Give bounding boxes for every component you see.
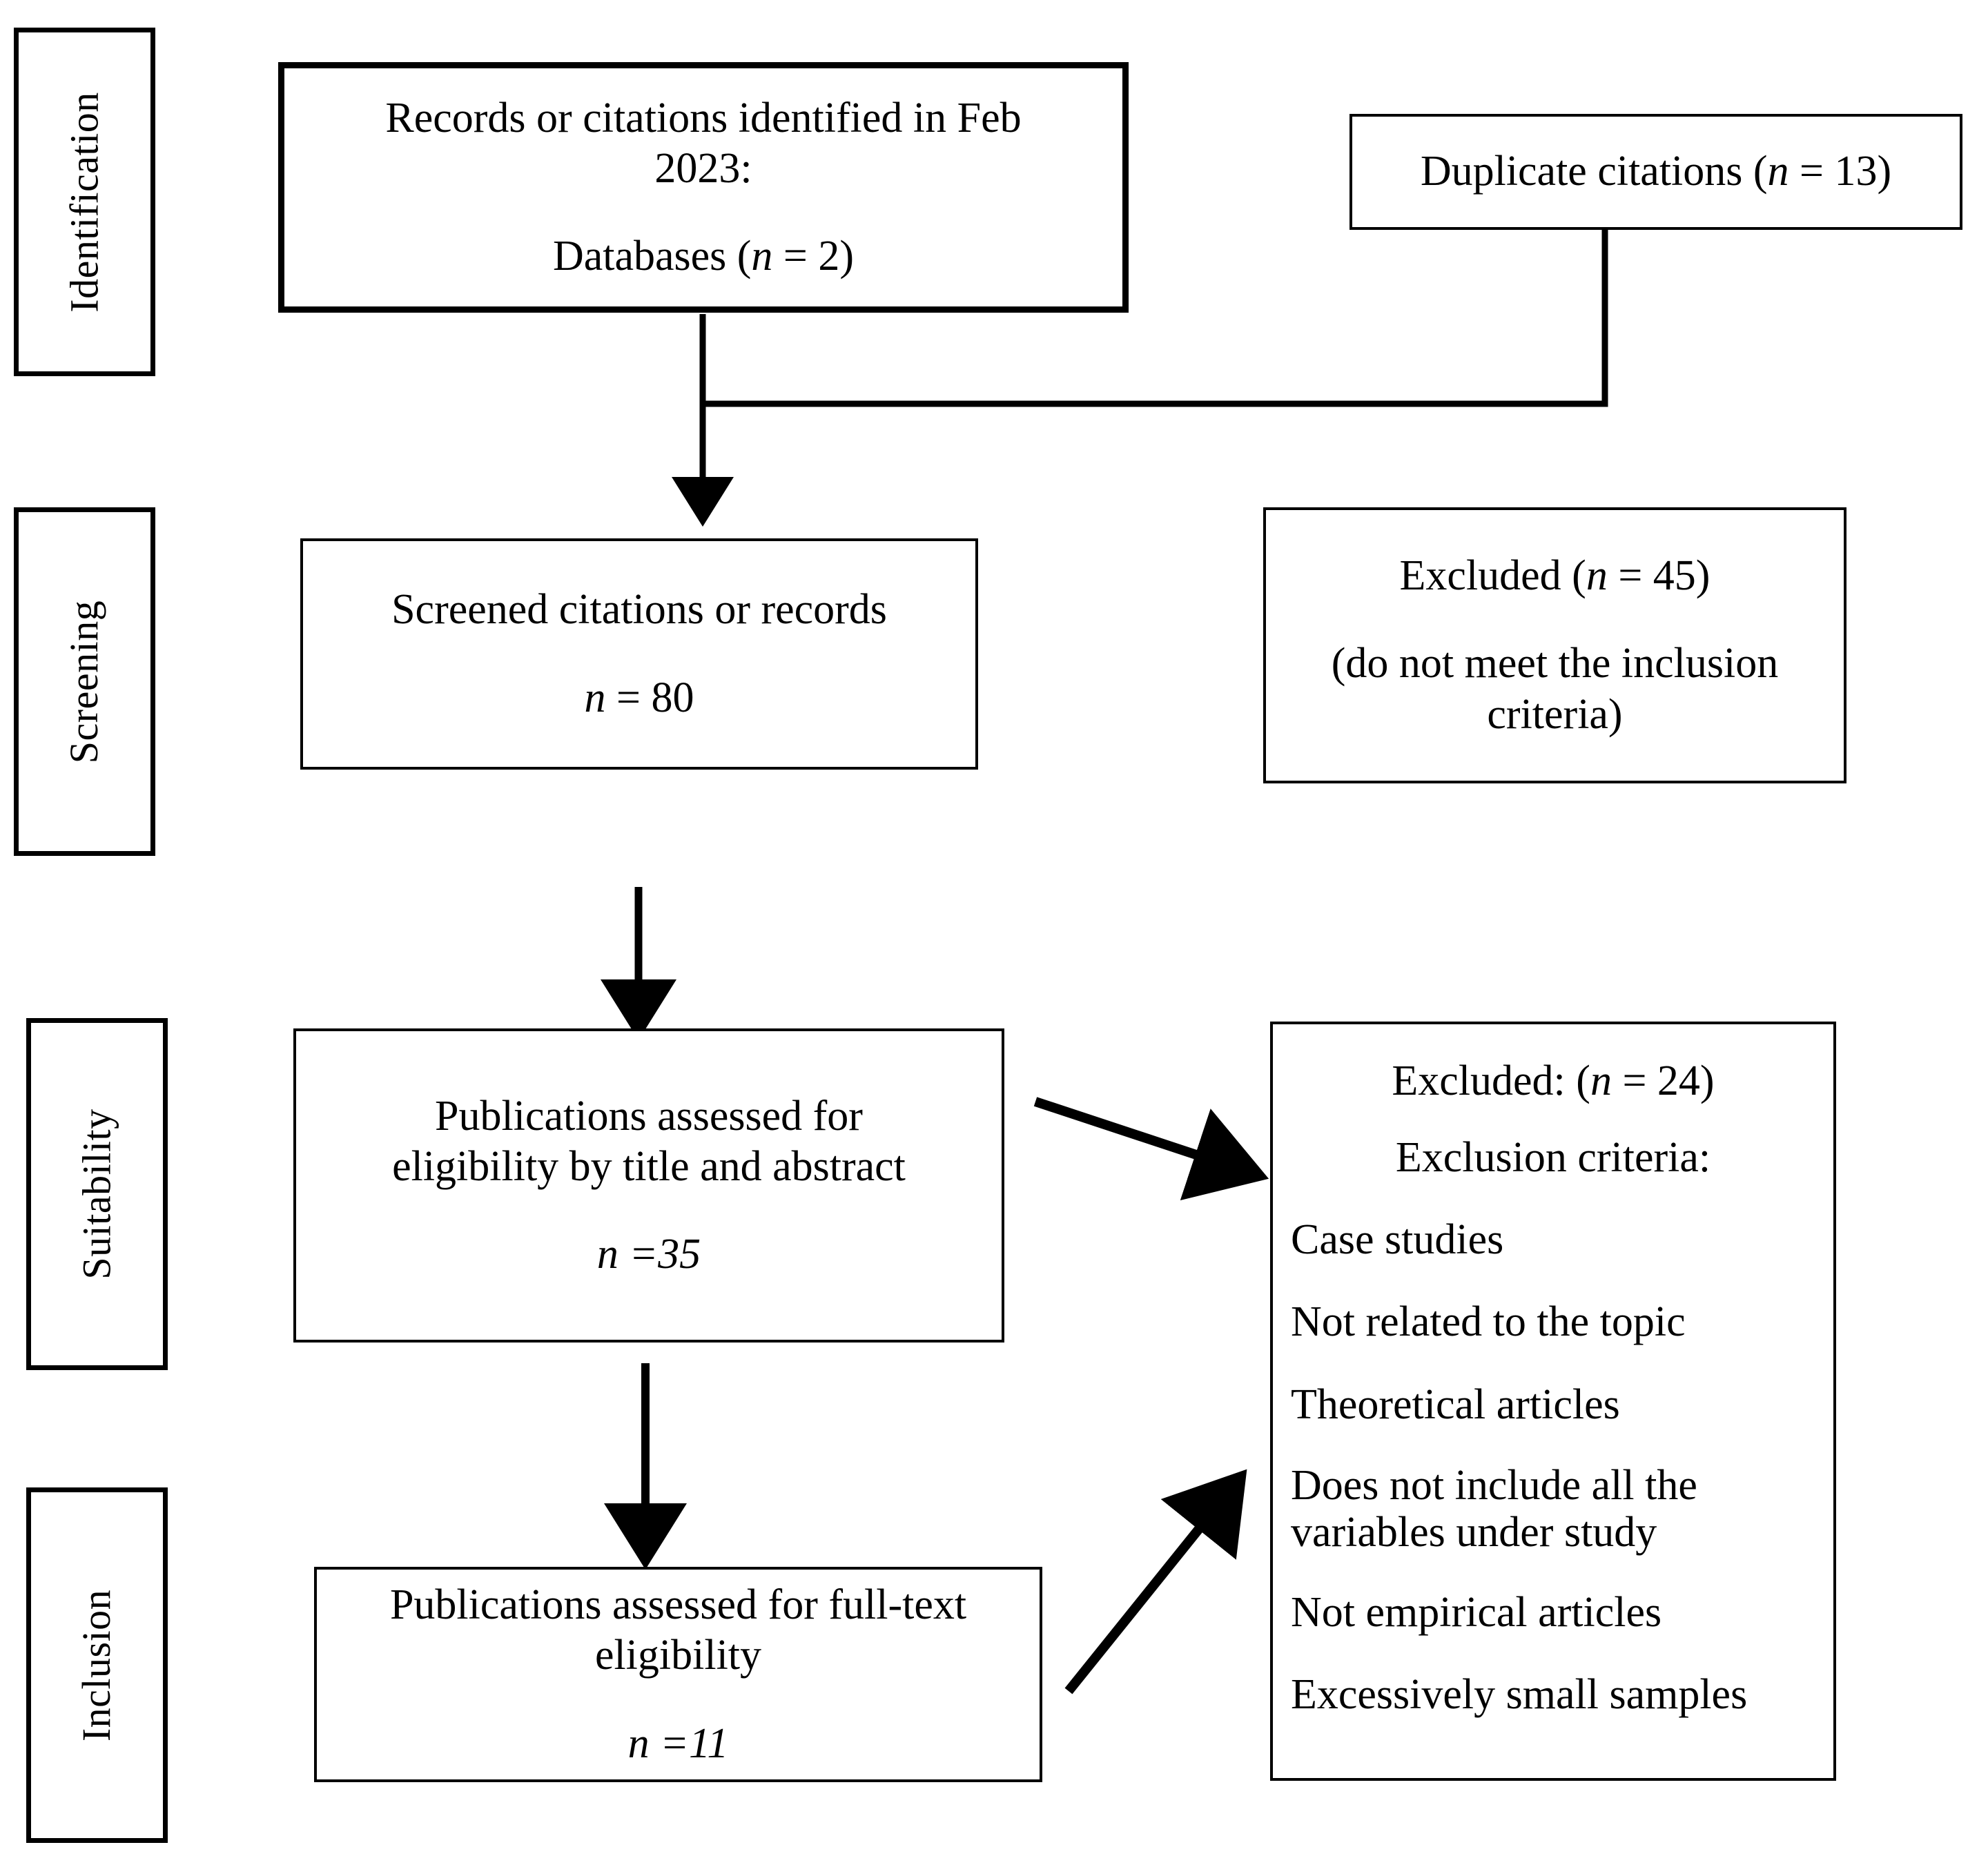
records-identified-line-2: 2023:: [654, 144, 752, 192]
arrow-fulltext-to-excluded: [1064, 1469, 1247, 1695]
box-eligibility-fulltext: Publications assessed for full-text elig…: [314, 1567, 1042, 1782]
stage-box-identification: Identification: [14, 28, 155, 376]
screened-count: = 80: [605, 674, 694, 721]
exclusion-criterion-item: Excessively small samples: [1291, 1671, 1748, 1719]
excluded-screening-reason-line-2: criteria): [1487, 690, 1623, 738]
stage-box-suitability: Suitability: [26, 1018, 168, 1370]
excluded-suitability-label: Excluded: (: [1392, 1057, 1590, 1104]
excluded-screening-count: = 45): [1607, 552, 1711, 600]
duplicate-citations-text: Duplicate citations (n = 13): [1370, 146, 1942, 197]
box-duplicate-citations: Duplicate citations (n = 13): [1349, 114, 1962, 230]
excluded-screening-label: Excluded (: [1399, 552, 1586, 600]
exclusion-criterion-item: Theoretical articles: [1291, 1380, 1620, 1428]
excluded-suitability-heading: Excluded: (n = 24): [1291, 1056, 1815, 1106]
duplicate-citations-label: Duplicate citations (: [1420, 148, 1768, 195]
databases-label-prefix: Databases (: [552, 233, 752, 280]
eligibility-fulltext-n-symbol: n: [627, 1719, 650, 1767]
excluded-screening-n-symbol: n: [1586, 552, 1608, 600]
screened-citations-line-1: Screened citations or records: [391, 586, 887, 634]
stage-label-inclusion: Inclusion: [74, 1589, 119, 1741]
excluded-screening-reason-line-1: (do not meet the inclusion: [1331, 640, 1779, 687]
exclusion-criterion-item: Not empirical articles: [1291, 1589, 1662, 1637]
exclusion-criteria-subheading: Exclusion criteria:: [1395, 1134, 1711, 1182]
arrow-title-abstract-to-excluded: [1033, 1097, 1269, 1201]
records-identified-databases: Databases (n = 2): [302, 231, 1104, 282]
stage-box-screening: Screening: [14, 507, 155, 856]
box-excluded-suitability: Excluded: (n = 24) Exclusion criteria: C…: [1270, 1022, 1836, 1781]
box-records-identified: Records or citations identified in Feb 2…: [278, 62, 1129, 313]
box-screened-citations: Screened citations or records n = 80: [300, 538, 978, 770]
eligibility-fulltext-count: =11: [649, 1719, 729, 1767]
eligibility-title-abstract-line-2: eligibility by title and abstract: [392, 1142, 906, 1190]
box-excluded-screening: Excluded (n = 45) (do not meet the inclu…: [1263, 507, 1846, 783]
excluded-screening-heading: Excluded (n = 45): [1284, 551, 1826, 601]
eligibility-fulltext-count-line: n =11: [335, 1719, 1022, 1769]
exclusion-criteria-list: Case studies Not related to the topic Th…: [1291, 1183, 1815, 1720]
excluded-suitability-count: = 24): [1611, 1057, 1715, 1104]
eligibility-fulltext-line-2: eligibility: [594, 1632, 762, 1679]
duplicate-citations-n-symbol: n: [1767, 148, 1789, 195]
eligibility-title-abstract-count: =35: [618, 1231, 701, 1278]
stage-label-identification: Identification: [61, 91, 107, 313]
box-eligibility-title-abstract: Publications assessed for eligibility by…: [293, 1028, 1004, 1342]
exclusion-criterion-item: Case studies: [1291, 1216, 1504, 1264]
eligibility-title-abstract-line-1: Publications assessed for: [435, 1092, 863, 1140]
duplicate-citations-count: = 13): [1789, 148, 1892, 195]
screened-n-symbol: n: [584, 674, 606, 721]
screened-citations-count-line: n = 80: [321, 673, 957, 723]
stage-label-suitability: Suitability: [74, 1109, 119, 1280]
exclusion-criterion-item: Not related to the topic: [1291, 1298, 1686, 1346]
eligibility-title-abstract-n-symbol: n: [596, 1231, 618, 1278]
records-identified-line-1: Records or citations identified in Feb: [385, 94, 1022, 141]
excluded-suitability-n-symbol: n: [1590, 1057, 1612, 1104]
eligibility-title-abstract-count-line: n =35: [314, 1229, 984, 1280]
databases-count: = 2): [772, 233, 855, 280]
databases-n-symbol: n: [751, 233, 773, 280]
exclusion-criterion-item: Does not include all the variables under…: [1291, 1461, 1697, 1556]
stage-box-inclusion: Inclusion: [26, 1487, 168, 1843]
stage-label-screening: Screening: [61, 600, 107, 763]
eligibility-fulltext-line-1: Publications assessed for full-text: [389, 1581, 967, 1629]
